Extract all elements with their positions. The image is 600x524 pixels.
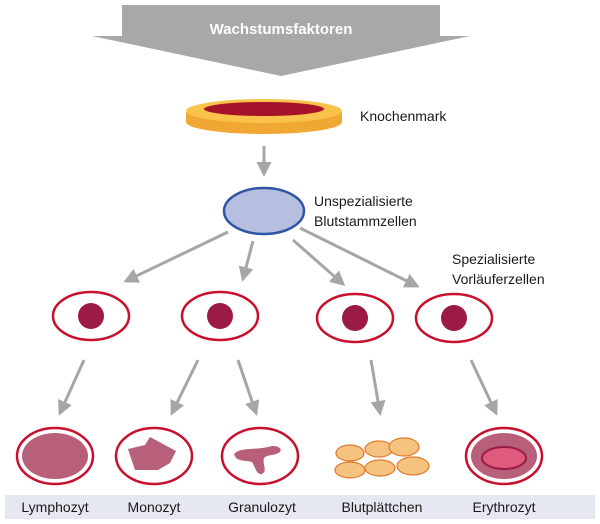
label-erythrocyte: Erythrozyt	[472, 499, 535, 515]
label-granulocyte: Granulozyt	[228, 499, 296, 515]
progenitor-label-line2: Vorläuferzellen	[452, 271, 545, 287]
arrow-to-platelets	[369, 359, 386, 416]
stem-cell-label-line1: Unspezialisierte	[314, 193, 413, 209]
arrow-to-lymphocyte	[58, 359, 86, 416]
arrow-stem-to-progenitor-1	[123, 230, 229, 283]
progenitor-cell	[51, 290, 131, 342]
platelets-cluster	[334, 437, 430, 479]
progenitor-nucleus	[78, 303, 104, 329]
progenitor-nucleus	[207, 303, 233, 329]
progenitor-cell	[180, 290, 260, 342]
stem-cell-shape	[222, 186, 306, 236]
stem-cell: Unspezialisierte Blutstammzellen	[222, 186, 417, 236]
label-platelets: Blutplättchen	[342, 499, 423, 515]
erythrocyte-cell	[464, 426, 544, 486]
arrow-to-granulocyte	[236, 359, 260, 416]
arrow-to-monocyte	[170, 359, 200, 416]
platelet	[388, 437, 420, 457]
arrow-to-erythrocyte	[469, 359, 498, 416]
arrow-stem-to-progenitor-3	[292, 238, 346, 286]
arrow-stem-to-progenitor-4	[299, 226, 420, 288]
stem-cell-label-line2: Blutstammzellen	[314, 213, 417, 229]
granulocyte-nucleus	[234, 445, 281, 475]
progenitor-cell	[414, 292, 494, 344]
label-lymphocyte: Lymphozyt	[21, 499, 88, 515]
bone-marrow-label: Knochenmark	[360, 108, 447, 124]
progenitor-nucleus	[441, 305, 467, 331]
cell-type-label-bar	[5, 495, 595, 519]
banner-arrow-shape	[92, 5, 470, 76]
bone-marrow: Knochenmark	[186, 99, 447, 134]
label-monocyte: Monozyt	[128, 499, 181, 515]
platelet	[396, 456, 430, 476]
granulocyte-cell	[220, 426, 300, 486]
platelet	[364, 459, 396, 477]
progenitor-label-line1: Spezialisierte	[452, 251, 535, 267]
banner-label: Wachstumsfaktoren	[210, 21, 353, 38]
platelet	[334, 461, 366, 479]
lymphocyte-cell	[15, 426, 95, 486]
progenitor-nucleus	[342, 305, 368, 331]
arrow-stem-to-progenitor-2	[238, 240, 255, 282]
monocyte-nucleus	[128, 437, 176, 470]
monocyte-cell	[114, 426, 194, 486]
growth-factors-banner: Wachstumsfaktoren	[92, 5, 470, 76]
progenitor-cell	[315, 292, 395, 344]
platelet	[335, 444, 365, 462]
marrow-core	[204, 102, 324, 116]
